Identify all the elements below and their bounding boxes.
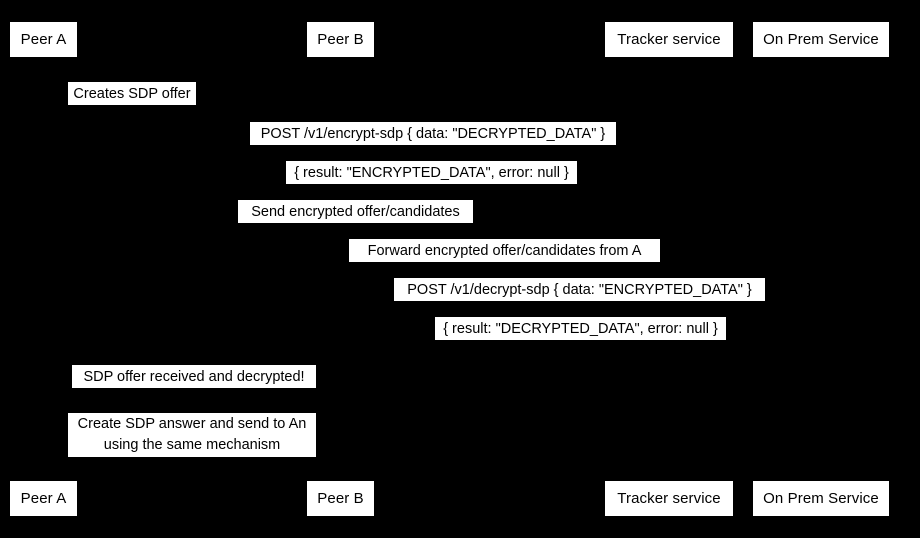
arrow-forward-encrypted-offer [340, 263, 668, 264]
message-label-sdp-offer-received: SDP offer received and decrypted! [72, 365, 316, 388]
message-label-creates-sdp-offer: Creates SDP offer [68, 82, 196, 105]
participant-peer-a-top[interactable]: Peer A [10, 22, 77, 57]
participant-on-prem-service-bottom[interactable]: On Prem Service [753, 481, 889, 516]
arrow-decrypt-sdp-result [340, 341, 820, 342]
arrow-post-decrypt-sdp [340, 302, 820, 303]
lifeline-peer-b [340, 57, 341, 481]
participant-tracker-service-bottom[interactable]: Tracker service [605, 481, 733, 516]
note-line-2: using the same mechanism [103, 437, 281, 453]
lifeline-on-prem-service [820, 57, 821, 481]
arrow-send-encrypted-offer [43, 224, 668, 225]
participant-label: Peer A [20, 490, 67, 507]
participant-peer-b-top[interactable]: Peer B [307, 22, 374, 57]
message-label-encrypt-sdp-result: { result: "ENCRYPTED_DATA", error: null … [286, 161, 577, 184]
participant-tracker-service-top[interactable]: Tracker service [605, 22, 733, 57]
participant-label: Peer A [20, 31, 67, 48]
participant-label: Peer B [317, 31, 364, 48]
arrow-sdp-offer-received [340, 389, 495, 390]
arrow-encrypt-sdp-result [43, 185, 820, 186]
lifeline-tracker-service [668, 57, 669, 481]
participant-on-prem-service-top[interactable]: On Prem Service [753, 22, 889, 57]
arrow-creates-sdp-offer [43, 105, 198, 106]
message-label-forward-encrypted-offer: Forward encrypted offer/candidates from … [349, 239, 660, 262]
participant-peer-b-bottom[interactable]: Peer B [307, 481, 374, 516]
lifeline-peer-a [43, 57, 44, 481]
arrow-post-encrypt-sdp [43, 146, 820, 147]
message-label-send-encrypted-offer: Send encrypted offer/candidates [238, 200, 473, 223]
note-line-1: Create SDP answer and send to An [77, 416, 307, 432]
note-create-sdp-answer: Create SDP answer and send to An using t… [68, 413, 316, 457]
participant-label: Tracker service [617, 490, 721, 507]
participant-label: On Prem Service [763, 490, 879, 507]
participant-label: Peer B [317, 490, 364, 507]
message-label-post-encrypt-sdp: POST /v1/encrypt-sdp { data: "DECRYPTED_… [250, 122, 616, 145]
participant-peer-a-bottom[interactable]: Peer A [10, 481, 77, 516]
participant-label: On Prem Service [763, 31, 879, 48]
participant-label: Tracker service [617, 31, 721, 48]
message-label-decrypt-sdp-result: { result: "DECRYPTED_DATA", error: null … [435, 317, 726, 340]
message-label-post-decrypt-sdp: POST /v1/decrypt-sdp { data: "ENCRYPTED_… [394, 278, 765, 301]
